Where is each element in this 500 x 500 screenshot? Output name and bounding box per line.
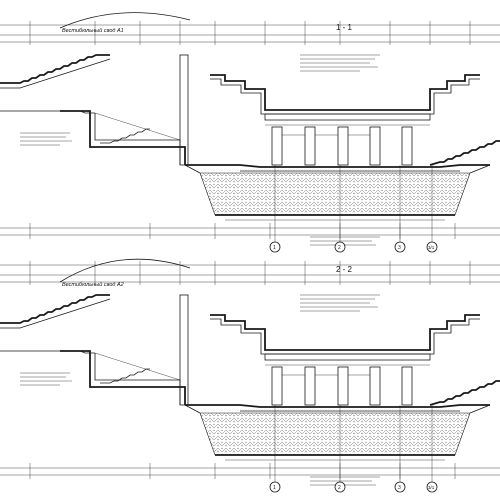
section-1-title: 1 - 1 [336, 23, 353, 32]
section-1-axis-3: 3 [398, 245, 401, 251]
section-1-arch-label: Вестибюльный свод А1 [62, 27, 124, 34]
vault-arc-2 [59, 258, 191, 283]
section-1-axis-1: 1 [273, 245, 276, 251]
section-2-2: Вестибюльный свод А2 2 - 2 1 2 3 3/1 [0, 258, 500, 493]
vault-arc-1 [59, 12, 191, 29]
section-2-axis-2: 2 [338, 485, 341, 491]
section-1-1: Вестибюльный свод А1 1 - 1 1 2 3 3/1 [0, 12, 500, 253]
section-2-axis-3: 3 [398, 485, 401, 491]
section-1-axis-4: 3/1 [428, 245, 435, 250]
section-1-axis-2: 2 [338, 245, 341, 251]
section-2-axis-4: 3/1 [428, 485, 435, 490]
section-2-title: 2 - 2 [336, 265, 353, 274]
section-2-axis-1: 1 [273, 485, 276, 491]
section-2-arch-label: Вестибюльный свод А2 [62, 281, 124, 288]
